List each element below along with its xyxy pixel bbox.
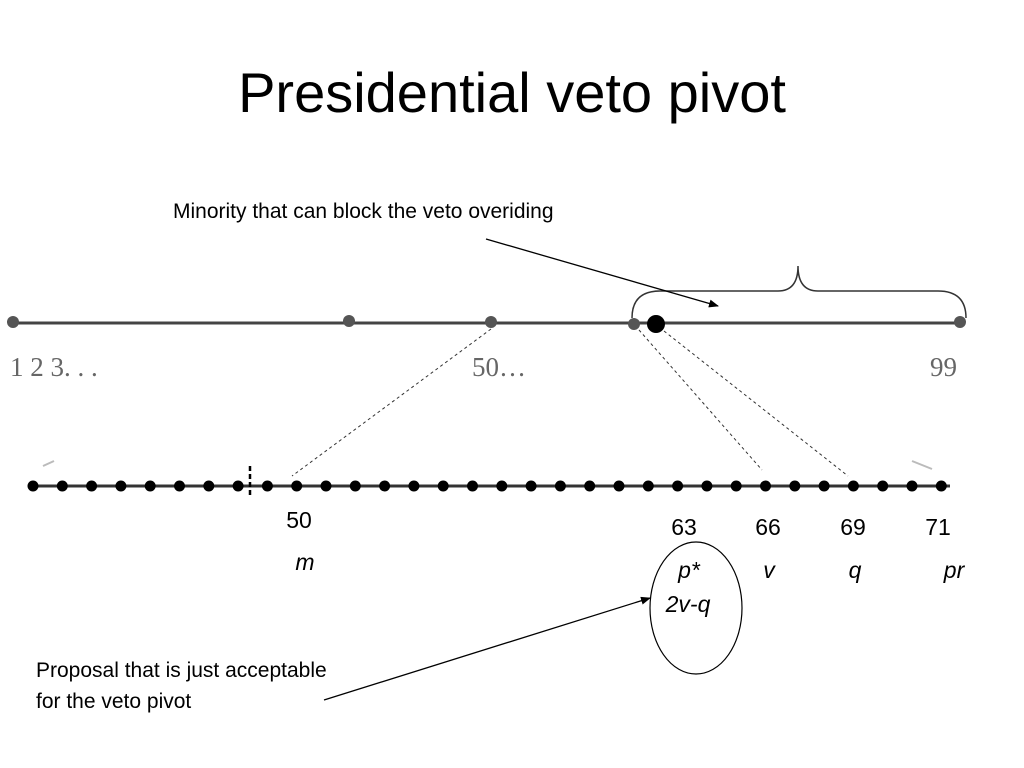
lower-dot [760, 480, 771, 492]
lower-dot [115, 480, 127, 492]
minority-brace [631, 265, 967, 319]
faint-mark-left [42, 460, 55, 467]
lower-dot [27, 480, 39, 492]
projection-line-veto [663, 330, 849, 477]
lower-dot [847, 480, 859, 492]
number-label-69: 69 [840, 514, 866, 540]
upper-dot-quarter [343, 315, 355, 327]
faint-mark-right [911, 460, 933, 470]
upper-dot-63 [628, 318, 640, 330]
lower-dot [730, 480, 742, 492]
lower-dot [86, 480, 98, 492]
lower-dot [906, 480, 918, 492]
lower-dot [291, 480, 303, 492]
symbol-q: q [848, 557, 862, 583]
upper-label-middle: 50… [472, 352, 526, 382]
lower-dot [525, 480, 537, 492]
slide-title: Presidential veto pivot [238, 61, 786, 124]
number-label-50: 50 [286, 507, 312, 533]
symbol-p-star: p* [678, 557, 700, 583]
lower-dot [437, 480, 449, 492]
minority-arrow [485, 238, 719, 308]
proposal-annotation: Proposal that is just acceptable for the… [36, 655, 327, 717]
lower-dot [232, 480, 244, 492]
lower-dot [789, 480, 801, 492]
upper-label-start: 1 2 3. . . [10, 352, 98, 382]
upper-dot-median [485, 316, 497, 328]
lower-dot [408, 480, 420, 492]
proposal-ellipse [649, 541, 743, 675]
projection-line-median [291, 328, 492, 477]
upper-label-end: 99 [930, 352, 957, 382]
lower-dot [379, 480, 391, 492]
minority-annotation: Minority that can block the veto overidi… [173, 200, 554, 223]
lower-dot [349, 480, 361, 492]
lower-dot [203, 480, 215, 492]
symbol-m: m [295, 549, 315, 575]
proposal-annotation-line2: for the veto pivot [36, 690, 192, 713]
lower-dot [467, 480, 478, 492]
lower-dot [613, 480, 625, 492]
lower-dot [672, 480, 684, 492]
proposal-annotation-line1: Proposal that is just acceptable [36, 659, 327, 682]
lower-dot [56, 480, 68, 492]
upper-dot-start [7, 316, 19, 328]
lower-dot [701, 480, 713, 492]
symbol-pr: pr [943, 557, 965, 583]
lower-dot [174, 480, 185, 492]
lower-dot [144, 480, 156, 492]
number-label-66: 66 [755, 514, 781, 540]
upper-dot-end [954, 316, 966, 328]
lower-dot [935, 480, 947, 492]
number-label-63: 63 [671, 514, 697, 540]
lower-dot [818, 480, 830, 492]
lower-dot [877, 480, 889, 492]
number-label-71: 71 [925, 514, 951, 540]
lower-dot [642, 480, 654, 492]
lower-dots [27, 480, 947, 492]
lower-dot [584, 480, 596, 492]
proposal-arrow [323, 596, 651, 701]
lower-dot [554, 480, 566, 492]
projection-line-63 [638, 329, 763, 471]
symbol-v: v [763, 557, 775, 583]
lower-dot [496, 480, 508, 492]
formula-2v-q: 2v-q [665, 591, 711, 617]
lower-dot [261, 480, 273, 492]
lower-dot [320, 480, 332, 492]
upper-dot-veto-pivot [647, 315, 665, 333]
